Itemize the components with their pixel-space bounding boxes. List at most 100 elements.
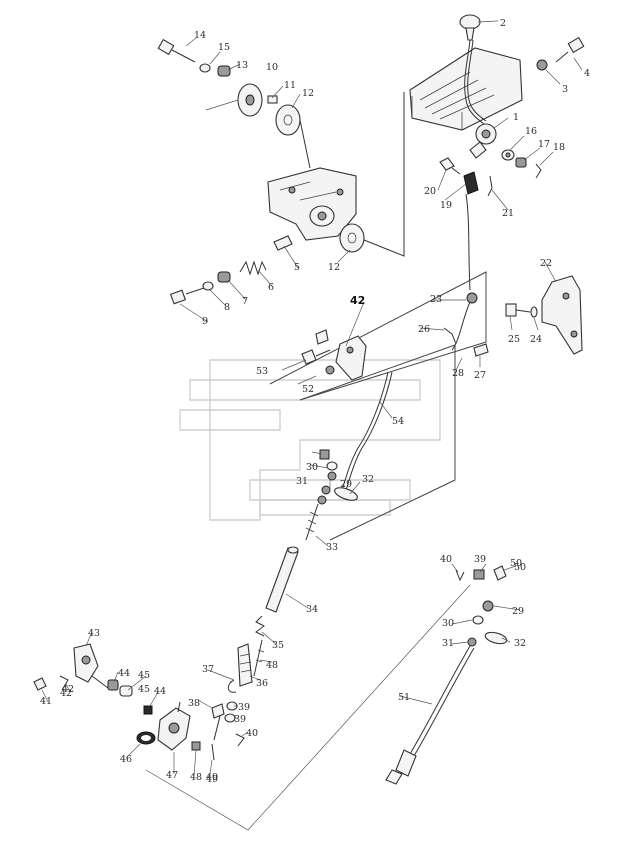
- callout-label: 52: [302, 384, 314, 395]
- callout-label: 40: [440, 554, 452, 565]
- callout-label: 16: [525, 126, 537, 137]
- seal-32: [484, 631, 508, 645]
- nut-13: [217, 65, 231, 77]
- cotter-21: [487, 175, 493, 197]
- callout-label: 29: [512, 606, 524, 617]
- bolt-52-top: [315, 329, 329, 345]
- spring-6: [239, 260, 267, 276]
- callout-label: 45: [138, 670, 150, 681]
- bolt-50: [493, 565, 507, 581]
- callout-label: 32: [514, 638, 526, 649]
- pin-5: [273, 235, 293, 251]
- callout-label: 21: [502, 208, 514, 219]
- callout-label: 18: [553, 142, 565, 153]
- shift-plate: [409, 47, 523, 131]
- callout-label: 45: [138, 684, 150, 695]
- shift-knob: [459, 14, 487, 125]
- nut-7: [217, 271, 231, 283]
- bolt-4: [555, 36, 585, 63]
- connector-27: [473, 343, 489, 357]
- callout-label: 2: [500, 18, 506, 29]
- bolt-25: [505, 303, 531, 317]
- callout-label: 7: [242, 296, 248, 307]
- callout-labels: 1 2 3 4 5 6 7 8 9 10 11 12 12 13 14 15 1…: [40, 18, 590, 785]
- lever-pivot: [469, 123, 497, 159]
- callout-label: 1: [513, 112, 519, 123]
- callout-label: 13: [236, 60, 248, 71]
- nut-48-lower: [191, 741, 201, 751]
- shift-rod-upper: [465, 193, 471, 291]
- callout-label: 35: [272, 640, 284, 651]
- callout-label: 5: [294, 262, 300, 273]
- callout-label: 22: [540, 258, 552, 269]
- callout-label: 48: [266, 660, 278, 671]
- nut-39-right: [473, 569, 485, 580]
- callout-label: 15: [218, 42, 230, 53]
- callout-label: 39: [238, 702, 250, 713]
- cable-joint-stack: [317, 449, 358, 505]
- callout-label: 23: [430, 294, 442, 305]
- callout-label: 39: [234, 714, 246, 725]
- disc-10: [237, 83, 263, 117]
- washer-12-bottom: [339, 223, 365, 253]
- bracket: [267, 167, 357, 241]
- clip-23: [466, 292, 478, 304]
- callout-label: 38: [188, 698, 200, 709]
- callout-label: 40: [246, 728, 258, 739]
- bolt-38: [211, 703, 225, 741]
- callout-label: 12: [328, 262, 340, 273]
- callout-label: 27: [474, 370, 486, 381]
- shift-rod-lower: [451, 301, 471, 351]
- callout-label: 8: [224, 302, 230, 313]
- boot-36: [237, 643, 253, 687]
- block-19: [463, 171, 479, 195]
- callout-label: 26: [418, 324, 430, 335]
- callout-label: 19: [440, 200, 452, 211]
- spring-35: [255, 615, 265, 637]
- bolt-20: [439, 157, 461, 175]
- callout-label: 9: [202, 316, 208, 327]
- frame-outline-upper: [269, 271, 487, 401]
- callout-label: 34: [306, 604, 318, 615]
- cable-end-40: [455, 569, 465, 582]
- leader-lines: [41, 20, 583, 777]
- callout-label: 50: [510, 558, 522, 569]
- nut-45: [119, 685, 133, 697]
- callout-label: 48: [190, 772, 202, 783]
- washer-12-top: [275, 104, 301, 136]
- callout-label: 3: [562, 84, 568, 95]
- callout-label: 12: [302, 88, 314, 99]
- callout-label: 42: [60, 688, 72, 699]
- callout-label: 47: [166, 770, 178, 781]
- callout-label: 31: [442, 638, 454, 649]
- pin-11: [267, 95, 278, 104]
- callout-label: 4: [584, 68, 590, 79]
- washer-8: [202, 281, 214, 291]
- callout-label: 46: [120, 754, 132, 765]
- callout-label: 32: [362, 474, 374, 485]
- nut-17: [515, 157, 527, 168]
- callout-label: 14: [194, 30, 206, 41]
- bracket-43: [73, 643, 109, 689]
- callout-label: 24: [530, 334, 542, 345]
- callout-label: 10: [266, 62, 278, 73]
- callout-label: 39: [474, 554, 486, 565]
- clip-37: [227, 679, 237, 693]
- washer-16: [501, 149, 515, 161]
- leader-line-lower: [145, 584, 471, 831]
- bolt-14: [157, 38, 196, 63]
- callout-label: 17: [538, 139, 550, 150]
- frame-outline-lower: [299, 344, 456, 541]
- callout-label: 36: [256, 678, 268, 689]
- callout-label: 51: [398, 692, 410, 703]
- lever-47: [157, 701, 191, 751]
- washer-15: [199, 63, 211, 73]
- pin-18: [535, 163, 542, 179]
- bracket-22: [541, 275, 583, 355]
- callout-label: 28: [452, 368, 464, 379]
- callout-label: 33: [326, 542, 338, 553]
- callout-label: 49: [206, 772, 218, 783]
- callout-label: 53: [256, 366, 268, 377]
- washer-30: [472, 615, 484, 625]
